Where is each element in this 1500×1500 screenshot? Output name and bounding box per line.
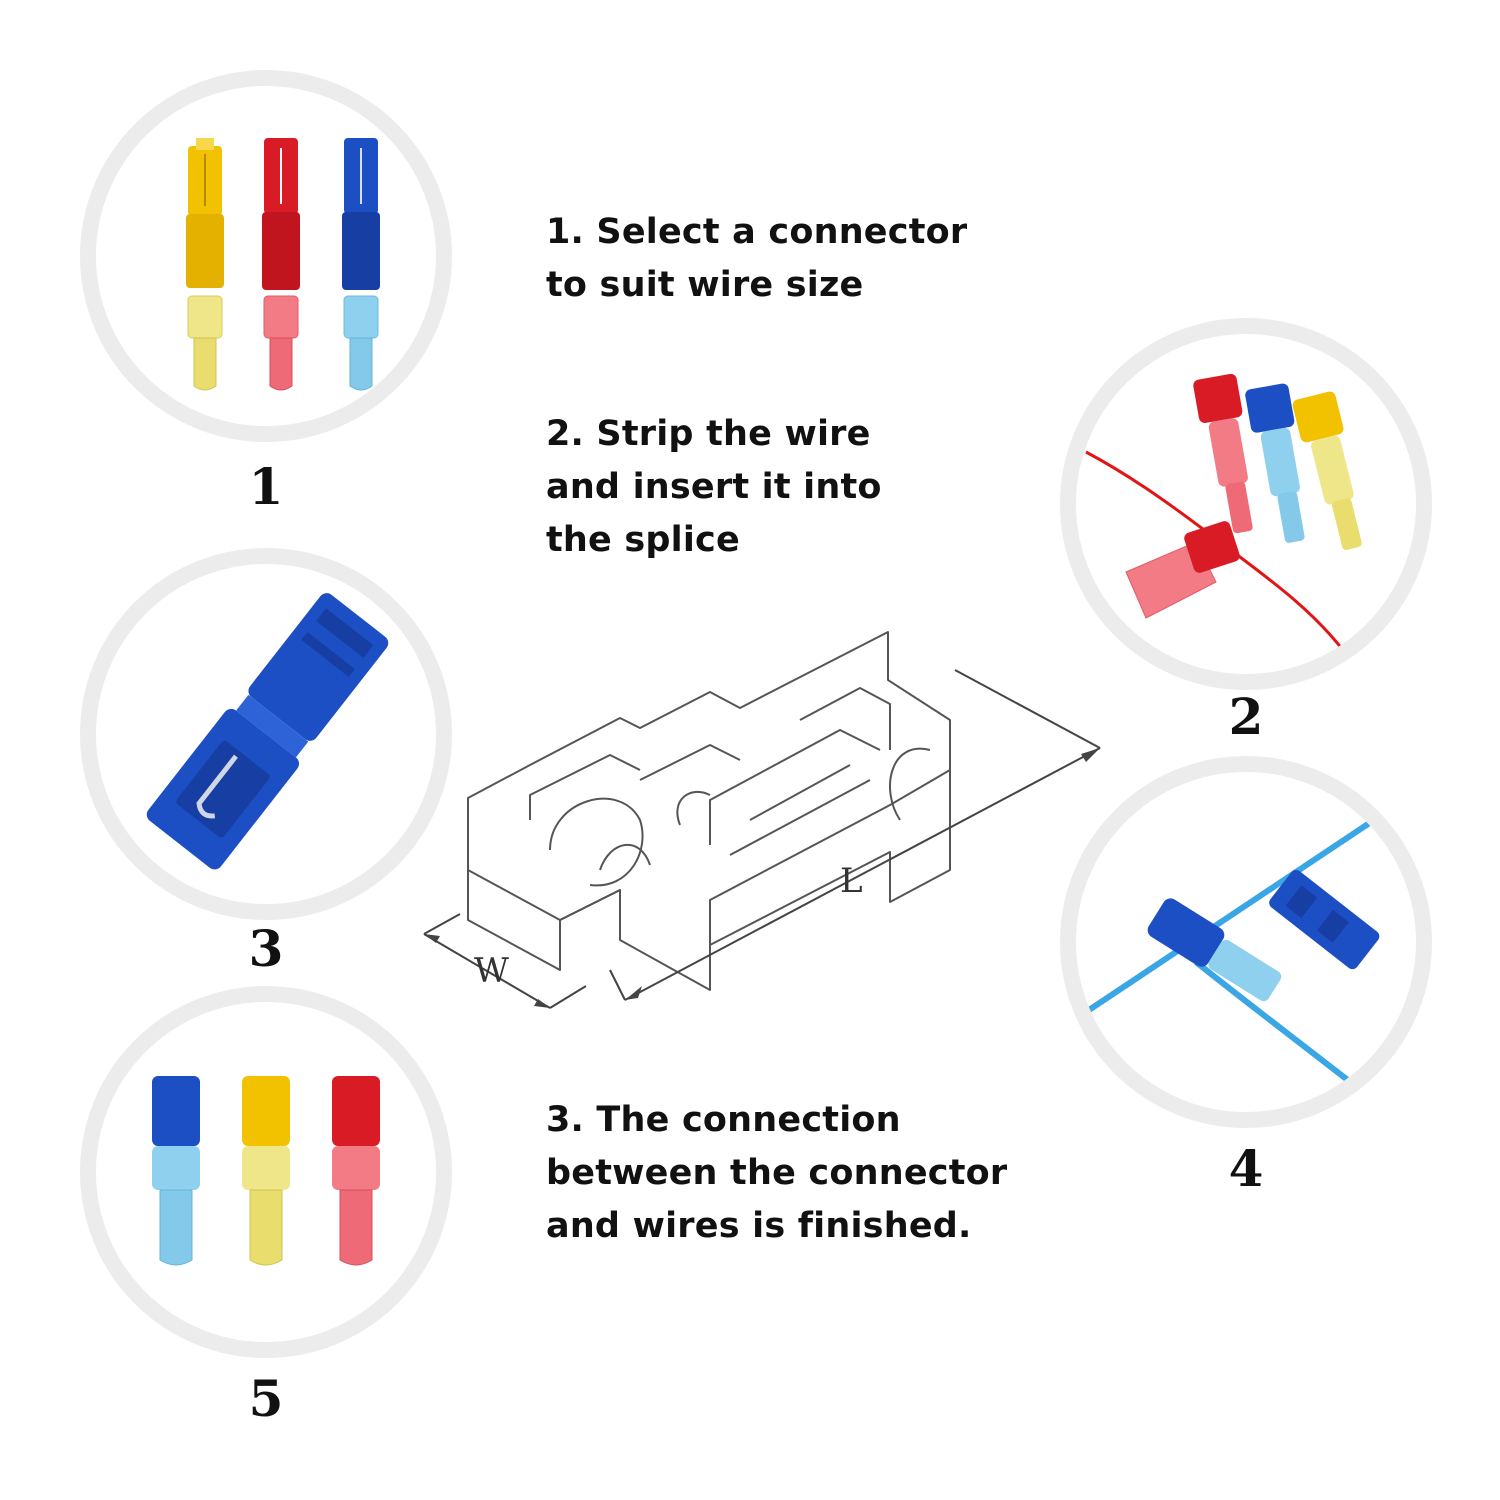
panel-5 [80, 986, 452, 1358]
step-1-text: 1. Select a connector to suit wire size [546, 206, 967, 312]
panel-1 [80, 70, 452, 442]
panel-number-4: 4 [1228, 1139, 1264, 1198]
step-2-line-3: the splice [546, 520, 740, 560]
step-1-line-2: to suit wire size [546, 265, 864, 305]
connector-dimension-diagram: L W [423, 631, 1101, 1009]
length-dimension-line [624, 747, 1101, 1001]
step-2-line-2: and insert it into [546, 467, 882, 507]
step-2-text: 2. Strip the wire and insert it into the… [546, 408, 882, 567]
step-3-line-1: 3. The connection [546, 1100, 901, 1140]
panel-number-2: 2 [1228, 687, 1264, 746]
spliced-red-wire-icon [1085, 373, 1362, 655]
width-label: W [474, 951, 509, 991]
step-3-line-2: between the connector [546, 1153, 1008, 1193]
panel-4 [1060, 756, 1432, 1128]
blue-tap-splice-icon [146, 593, 389, 870]
length-label: L [840, 861, 863, 901]
panel-3 [80, 548, 452, 920]
step-3-line-3: and wires is finished. [546, 1206, 972, 1246]
blue-wire-connection-icon [1084, 789, 1416, 1105]
panel-number-1: 1 [248, 457, 284, 516]
step-3-text: 3. The connection between the connector … [546, 1094, 1007, 1253]
panel-number-5: 5 [248, 1369, 284, 1428]
panel-number-3: 3 [248, 919, 284, 978]
step-1-line-1: 1. Select a connector [546, 212, 968, 252]
connector-set-icon [186, 138, 380, 391]
connector-colors-icon [152, 1076, 380, 1266]
panel-2 [1060, 318, 1432, 690]
step-2-line-1: 2. Strip the wire [546, 414, 871, 454]
width-dimension-line [423, 933, 551, 1009]
